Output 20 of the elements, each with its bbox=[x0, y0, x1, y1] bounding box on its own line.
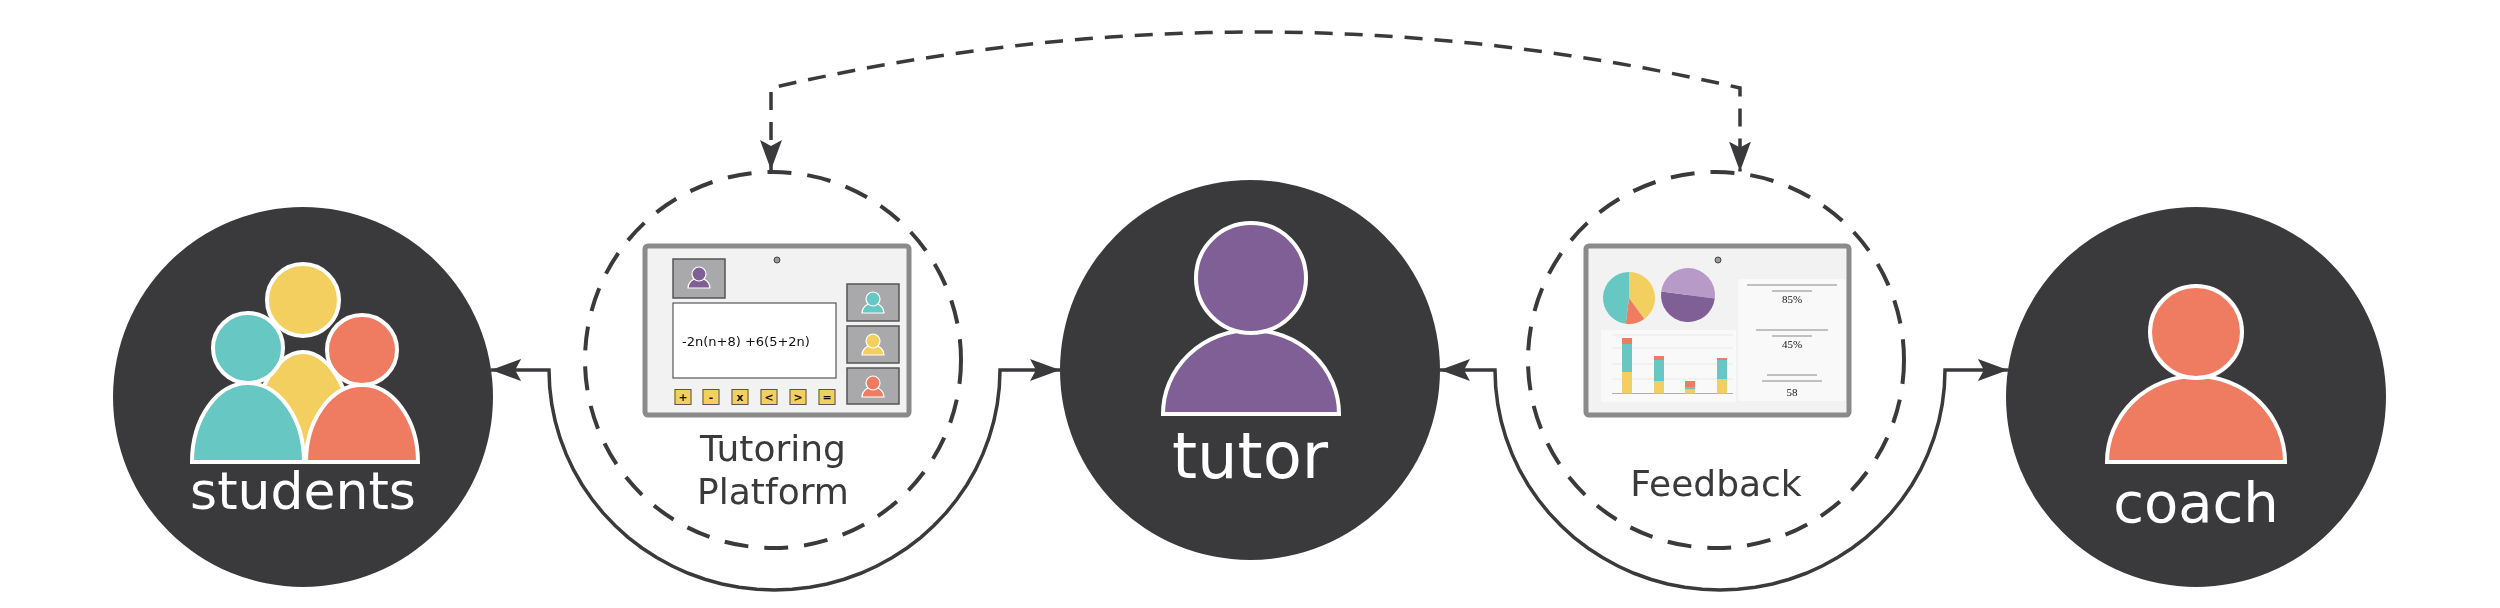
node-label: Feedback bbox=[1629, 462, 1803, 506]
calculator-key: x bbox=[731, 389, 749, 405]
calculator-key: = bbox=[818, 389, 836, 405]
dashed-circle bbox=[1526, 170, 1906, 550]
node-label: tutor bbox=[1170, 417, 1330, 495]
calculator-key: + bbox=[674, 389, 692, 405]
calculator-key: - bbox=[702, 389, 720, 405]
arrow bbox=[1440, 359, 2008, 592]
calculator-key: > bbox=[789, 389, 807, 405]
arrow bbox=[491, 359, 1060, 592]
dashboard-value: 58 bbox=[1786, 386, 1798, 398]
dashed-arrow bbox=[760, 30, 1751, 172]
equation-text: -2n(n+8) +6(5+2n) bbox=[682, 334, 810, 348]
calculator-key: < bbox=[760, 389, 778, 405]
node-label: coach bbox=[2112, 469, 2280, 537]
dashed-circle bbox=[583, 170, 963, 550]
node-label: Tutoring Platform bbox=[696, 426, 850, 514]
node-label: students bbox=[189, 459, 417, 523]
dashboard-value: 45% bbox=[1781, 338, 1803, 350]
dashboard-value: 85% bbox=[1781, 293, 1803, 305]
